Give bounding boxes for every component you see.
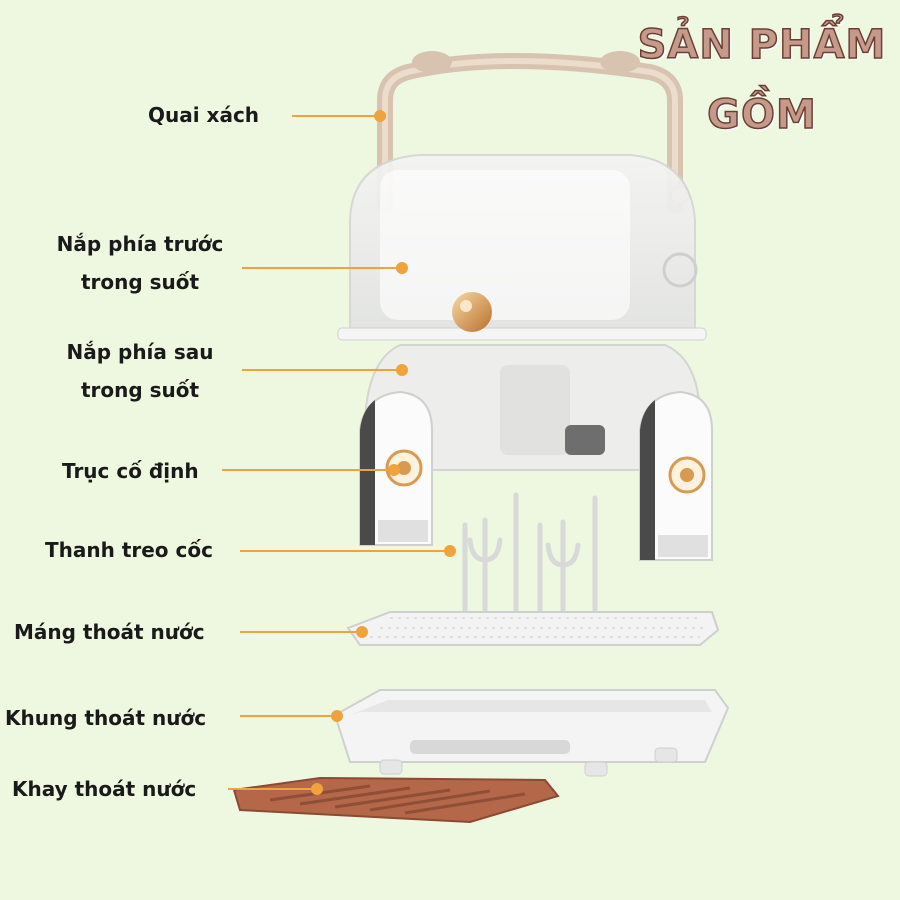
back-cover <box>364 344 701 471</box>
brand-title-line1: SẢN PHẨM <box>637 21 887 69</box>
label-drain-frame: Khung thoát nước <box>5 706 207 730</box>
leader-lines <box>222 110 456 795</box>
front-cover <box>337 154 707 341</box>
label-front-cover: Nắp phía trước trong suốt <box>40 225 240 301</box>
label-front-cover-line2: trong suốt <box>80 270 200 294</box>
label-drain-trough: Máng thoát nước <box>14 620 205 644</box>
label-handle: Quai xách <box>148 103 260 127</box>
drain-trough <box>346 611 720 646</box>
label-fixed-axis: Trục cố định <box>62 459 199 483</box>
label-back-cover-line1: Nắp phía sau <box>66 340 214 364</box>
label-front-cover-line1: Nắp phía trước <box>56 232 224 256</box>
drain-frame <box>333 689 730 777</box>
side-panels <box>359 390 713 561</box>
label-back-cover-line2: trong suốt <box>80 378 200 402</box>
cup-hanger-rods <box>462 492 598 625</box>
drain-tray <box>232 776 560 824</box>
label-back-cover: Nắp phía sau trong suốt <box>40 333 240 409</box>
label-drain-tray: Khay thoát nước <box>12 777 197 801</box>
brand-title-line2: GỒM <box>706 91 817 139</box>
label-cup-hanger: Thanh treo cốc <box>45 538 213 562</box>
